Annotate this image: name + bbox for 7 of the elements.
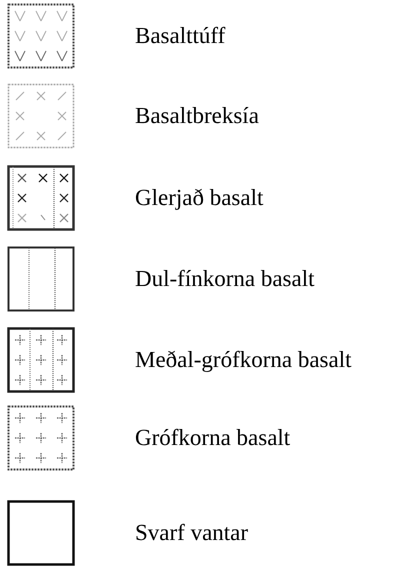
legend-label: Dul-fínkorna basalt [135, 265, 314, 293]
legend-label: Basaltbreksía [135, 102, 259, 130]
legend-label: Meðal-grófkorna basalt [135, 346, 352, 374]
legend-label: Grófkorna basalt [135, 424, 290, 452]
legend-label: Svarf vantar [135, 519, 248, 547]
legend-label: Glerjað basalt [135, 184, 264, 212]
legend-label: Basalttúff [135, 22, 226, 50]
